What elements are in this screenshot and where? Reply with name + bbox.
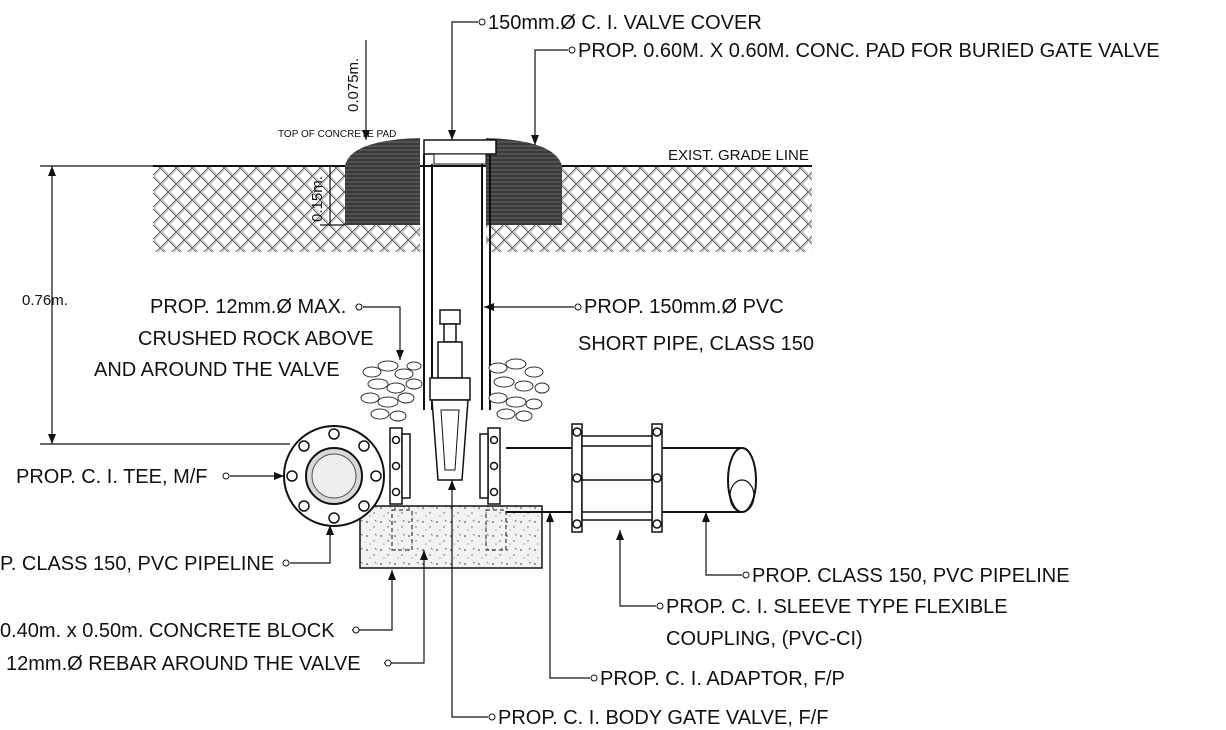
label-adaptor: PROP. C. I. ADAPTOR, F/P	[600, 668, 845, 690]
label-valve-cover: 150mm.Ø C. I. VALVE COVER	[488, 12, 762, 34]
label-top-of-pad: TOP OF CONCRETE PAD	[278, 129, 396, 140]
label-pipeline-left: P. CLASS 150, PVC PIPELINE	[0, 553, 274, 575]
label-pvc-short-2: SHORT PIPE, CLASS 150	[578, 333, 814, 355]
leader-circles	[222, 18, 750, 721]
label-pipeline-right: PROP. CLASS 150, PVC PIPELINE	[752, 565, 1070, 587]
leader-arrows	[274, 130, 710, 580]
label-dim-0075: 0.075m.	[345, 58, 362, 112]
leader-lines	[230, 21, 742, 718]
label-crushed-rock-3: AND AROUND THE VALVE	[94, 359, 340, 381]
label-dim-015: 0.15m.	[309, 176, 326, 222]
label-conc-block: 0.40m. x 0.50m. CONCRETE BLOCK	[0, 620, 335, 642]
dimension-lines	[40, 40, 367, 445]
rebar	[391, 509, 507, 551]
label-dim-076: 0.76m.	[22, 292, 68, 309]
label-rebar: 12mm.Ø REBAR AROUND THE VALVE	[6, 653, 361, 675]
label-crushed-rock-2: CRUSHED ROCK ABOVE	[138, 328, 374, 350]
valve-flanges	[389, 427, 501, 505]
ci-tee	[283, 425, 385, 527]
concrete-pad-right	[486, 138, 562, 225]
gate-valve	[429, 309, 471, 481]
label-gate-valve: PROP. C. I. BODY GATE VALVE, F/F	[498, 707, 828, 729]
label-conc-pad: PROP. 0.60M. X 0.60M. CONC. PAD FOR BURI…	[578, 40, 1160, 62]
dimension-arrows	[48, 130, 370, 444]
label-coupling-1: PROP. C. I. SLEEVE TYPE FLEXIBLE	[666, 596, 1008, 618]
label-pvc-short-1: PROP. 150mm.Ø PVC	[584, 296, 784, 318]
label-coupling-2: COUPLING, (PVC-CI)	[666, 628, 863, 650]
label-tee: PROP. C. I. TEE, M/F	[16, 466, 208, 488]
label-exist-grade: EXIST. GRADE LINE	[668, 147, 809, 164]
concrete-pad	[345, 138, 420, 225]
crushed-rock	[360, 358, 550, 422]
flexible-coupling	[571, 423, 663, 533]
concrete-block	[359, 505, 543, 569]
valve-cover	[423, 139, 497, 155]
label-crushed-rock-1: PROP. 12mm.Ø MAX.	[150, 296, 346, 318]
